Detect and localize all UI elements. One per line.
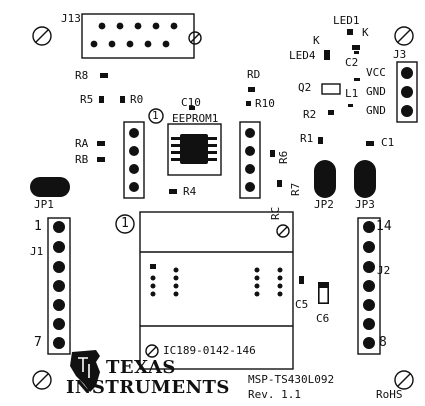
- board-model: MSP-TS430L092: [248, 373, 335, 386]
- j3-pin-vcc: VCC: [366, 66, 386, 79]
- eeprom-chip: [171, 134, 217, 164]
- rd-designator: RD: [247, 68, 261, 81]
- j1-pin1-label: 1: [34, 219, 42, 234]
- r1-designator: R1: [300, 132, 314, 145]
- rb-designator: RB: [75, 153, 89, 166]
- eeprom-pin1-label: 1: [152, 109, 159, 122]
- j13-designator: J13: [61, 12, 81, 25]
- r4-designator: R4: [183, 185, 197, 198]
- j3-designator: J3: [393, 48, 407, 61]
- j2-pads: [363, 221, 375, 349]
- rc-designator: RC: [269, 206, 282, 220]
- socket-part-number: IC189-0142-146: [163, 344, 256, 357]
- j13-mount-hole: [188, 31, 202, 45]
- led4-k-label: K: [313, 34, 320, 47]
- socket-contacts: [150, 264, 283, 297]
- jp1-jumper: [30, 177, 70, 197]
- j3-outline: [396, 61, 418, 123]
- r0-designator: R0: [130, 93, 144, 106]
- j1-pads: [53, 221, 65, 349]
- ti-name-line2: Instruments: [66, 377, 230, 398]
- board-revision: Rev. 1.1: [248, 388, 301, 401]
- j3-pin-gnd-2: GND: [366, 104, 386, 117]
- r10-designator: R10: [255, 97, 275, 110]
- mounting-hole-top-left: [32, 26, 52, 46]
- j1-designator: J1: [30, 245, 44, 258]
- j1-pin7-label: 7: [34, 335, 42, 350]
- c6-polarity-band: [319, 283, 328, 288]
- header-left-pads: [129, 128, 139, 192]
- mounting-hole-bottom-left: [32, 370, 52, 390]
- led4: [324, 50, 330, 60]
- jp2-designator: JP2: [314, 198, 334, 211]
- rohs-mark: RoHS: [376, 388, 403, 401]
- r5-designator: R5: [80, 93, 94, 106]
- c2-designator: C2: [345, 56, 359, 69]
- led1-designator: LED1: [333, 14, 360, 27]
- c5-designator: C5: [295, 298, 309, 311]
- q2-designator: Q2: [298, 81, 312, 94]
- led1: [347, 29, 353, 35]
- header-right-outline: [239, 121, 261, 199]
- c1-designator: C1: [381, 136, 395, 149]
- j3-pin-gnd-1: GND: [366, 85, 386, 98]
- ti-logo-detail: [78, 357, 90, 378]
- j2-outline: [357, 217, 381, 355]
- c10-designator: C10: [181, 96, 201, 109]
- jp3-designator: JP3: [355, 198, 375, 211]
- j13-connector-outline: [81, 13, 195, 59]
- j1-outline: [47, 217, 71, 355]
- ra-designator: RA: [75, 137, 89, 150]
- j13-pins: [90, 22, 178, 48]
- ti-logo-icon: [70, 350, 100, 392]
- r2-designator: R2: [303, 108, 317, 121]
- jp3-jumper: [354, 160, 376, 198]
- eeprom-outline: [167, 123, 222, 176]
- l1-designator: L1: [345, 87, 359, 100]
- header-left-outline: [123, 121, 145, 199]
- j2-pin8-label: 8: [379, 335, 387, 350]
- c6-designator: C6: [316, 312, 330, 325]
- ti-name-line1: Texas: [106, 357, 176, 378]
- mounting-hole-bottom-right: [394, 370, 414, 390]
- mounting-hole-top-right: [394, 26, 414, 46]
- j3-pads: [401, 67, 413, 117]
- socket-outline: [115, 211, 294, 370]
- q2-outline: [321, 83, 341, 95]
- r6-designator: R6: [277, 150, 290, 164]
- eeprom1-designator: EEPROM1: [172, 112, 219, 125]
- jp1-designator: JP1: [34, 198, 54, 211]
- j2-designator: J2: [377, 264, 391, 277]
- r8-designator: R8: [75, 69, 89, 82]
- jp2-jumper: [314, 160, 336, 198]
- j2-pin14-label: 14: [376, 219, 392, 234]
- header-right-pads: [245, 128, 255, 192]
- socket-pin1-label: 1: [121, 216, 129, 231]
- led4-designator: LED4: [289, 49, 316, 62]
- eeprom-pin1-marker: [148, 108, 164, 124]
- led1-k-label: K: [362, 26, 369, 39]
- r7-designator: R7: [289, 182, 302, 196]
